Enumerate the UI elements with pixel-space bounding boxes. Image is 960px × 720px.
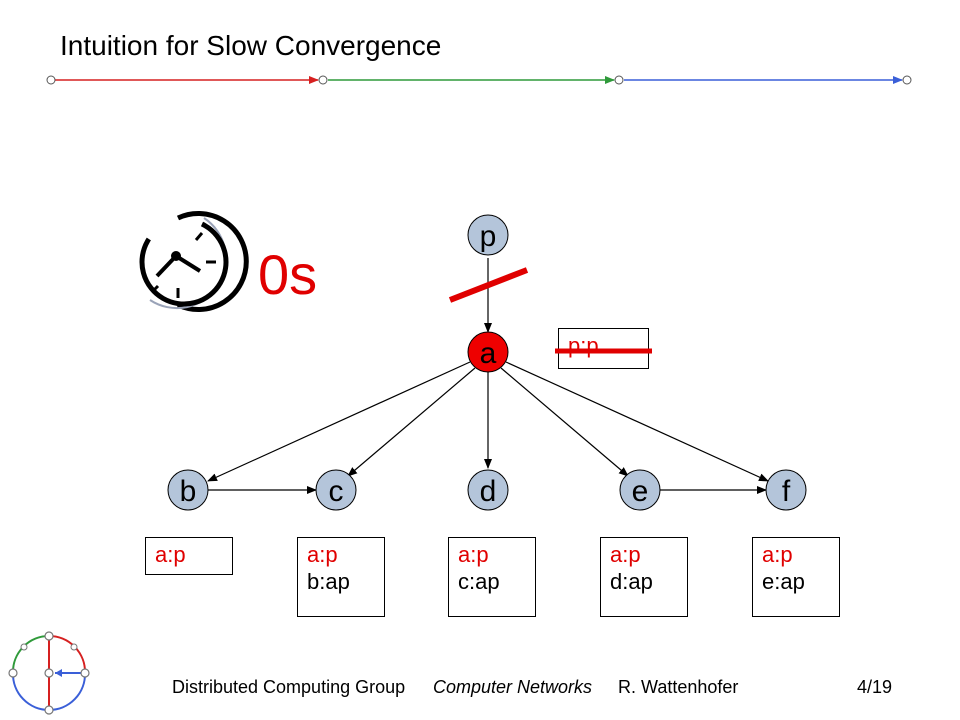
node-a: a — [467, 331, 509, 373]
edge-a-e — [500, 367, 629, 477]
strikeout-mark — [555, 348, 652, 354]
routing-table-f: a:p e:ap — [752, 537, 840, 617]
section-progress-bar — [46, 75, 912, 85]
node-label: a — [480, 337, 497, 370]
table-entry: c:ap — [458, 569, 500, 594]
node-label: f — [782, 475, 791, 508]
table-entry: a:p — [155, 542, 186, 567]
broken-link-mark — [448, 267, 529, 303]
node-d: d — [467, 469, 509, 511]
edge-a-c — [347, 367, 476, 477]
node-label: e — [632, 475, 649, 508]
routing-table-c: a:p b:ap — [297, 537, 385, 617]
footer-course-text: Computer Networks — [433, 677, 593, 697]
node-p: p — [467, 214, 509, 256]
progress-marker — [614, 75, 624, 85]
node-e: e — [619, 469, 661, 511]
edge-a-f — [505, 361, 769, 482]
stopwatch-icon — [139, 211, 249, 312]
table-entry: d:ap — [610, 569, 653, 594]
node-label: d — [480, 475, 497, 508]
slide-title: Intuition for Slow Convergence — [60, 30, 442, 61]
table-entry: p:p — [568, 333, 599, 358]
progress-marker — [46, 75, 56, 85]
table-entry: a:p — [458, 542, 489, 567]
footer-author: R. Wattenhofer — [618, 677, 739, 697]
table-entry: a:p — [307, 542, 338, 567]
table-entry: a:p — [610, 542, 641, 567]
dcg-logo-icon — [8, 631, 90, 715]
timer-label: 0s — [258, 243, 318, 306]
page-number: 4/19 — [857, 677, 893, 697]
routing-table-b: a:p — [145, 537, 233, 575]
node-label: b — [180, 475, 197, 508]
footer-course: Computer Networks — [433, 677, 592, 698]
node-b: b — [167, 469, 209, 511]
progress-marker — [318, 75, 328, 85]
progress-marker — [902, 75, 912, 85]
table-entry: a:p — [762, 542, 793, 567]
node-label: p — [480, 220, 497, 253]
node-f: f — [765, 469, 807, 511]
footer-group: Distributed Computing Group — [172, 677, 406, 697]
edges — [207, 258, 769, 494]
routing-table-d: a:p c:ap — [448, 537, 536, 617]
node-label: c — [329, 475, 344, 508]
routing-table-e: a:p d:ap — [600, 537, 688, 617]
table-entry: e:ap — [762, 569, 805, 594]
edge-a-b — [207, 361, 471, 482]
table-entry: b:ap — [307, 569, 350, 594]
node-c: c — [315, 469, 357, 511]
